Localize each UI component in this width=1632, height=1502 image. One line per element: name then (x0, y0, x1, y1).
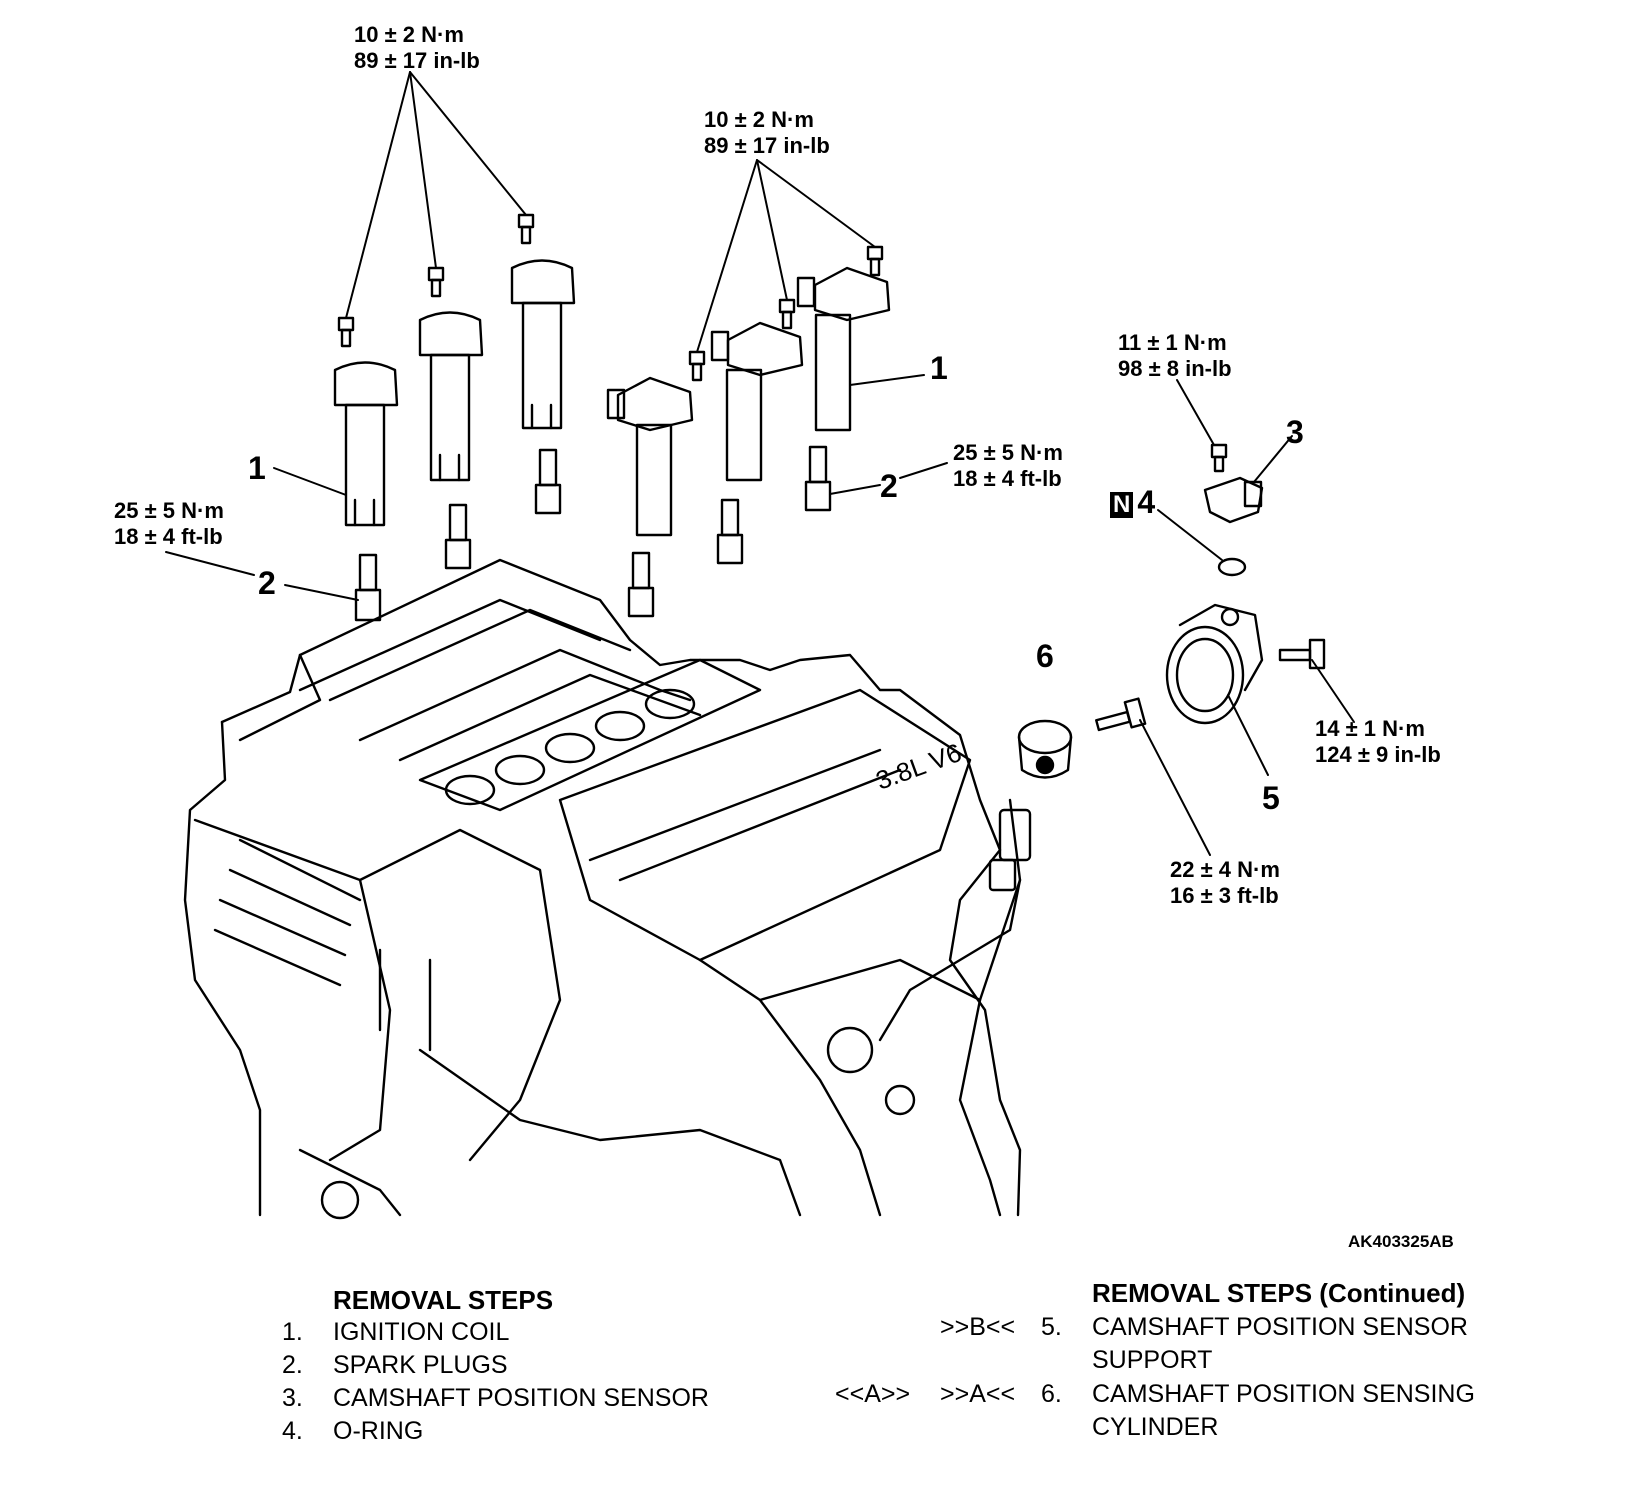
camshaft-position-sensor (1203, 443, 1264, 524)
spark-plug (354, 553, 382, 622)
bolt (517, 213, 535, 245)
callout-6: 6 (1036, 638, 1054, 674)
torque-support-bolt: 14 ± 1 N·m 124 ± 9 in-lb (1315, 716, 1441, 767)
spark-plug (627, 551, 655, 618)
ignition-coil (333, 361, 399, 527)
sensing-cylinder (1017, 697, 1147, 779)
callout-3: 3 (1286, 414, 1304, 450)
step-6-install-mark: <<A>> (835, 1380, 911, 1408)
callout-2-right: 2 (880, 468, 898, 504)
ignition-coils-left-bank (333, 259, 576, 527)
removal-steps-title: REMOVAL STEPS (333, 1285, 554, 1315)
svg-text:3.8L V6: 3.8L V6 (872, 737, 966, 796)
spark-plugs (354, 445, 832, 622)
callout-1-left: 1 (248, 450, 266, 486)
step-6-num: 6. (1041, 1380, 1062, 1408)
new-part-mark: N (1110, 491, 1134, 518)
torque-coil-bolts-left: 10 ± 2 N·m 89 ± 17 in-lb (354, 22, 480, 73)
removal-steps-continued-title: REMOVAL STEPS (Continued) (1092, 1278, 1466, 1308)
step-6-line1: CAMSHAFT POSITION SENSING (1092, 1380, 1475, 1408)
o-ring (1217, 557, 1247, 577)
spark-plug (444, 503, 472, 570)
engine-block: 3.8L V6 (183, 558, 1032, 1220)
step-6-mark: >>A<< (940, 1380, 1016, 1408)
ignition-coil (796, 266, 891, 432)
ignition-coil (606, 376, 694, 537)
sensor-support (1165, 603, 1326, 725)
ignition-coil (710, 321, 804, 482)
figure-id: AK403325AB (1348, 1232, 1454, 1251)
torque-coil-bolts-right: 10 ± 2 N·m 89 ± 17 in-lb (704, 107, 830, 158)
torque-cylinder-bolt: 22 ± 4 N·m 16 ± 3 ft-lb (1170, 857, 1280, 908)
spark-plug (534, 448, 562, 515)
callout-5: 5 (1262, 780, 1280, 816)
ignition-coil (418, 311, 484, 482)
ignition-coils-right-bank (606, 266, 891, 537)
bolt (427, 266, 445, 298)
torque-sensor-bolt: 11 ± 1 N·m 98 ± 8 in-lb (1118, 330, 1232, 381)
step-5-line1: CAMSHAFT POSITION SENSOR (1092, 1313, 1468, 1341)
step-5-num: 5. (1041, 1313, 1062, 1341)
bolt (778, 298, 796, 330)
leader-lines (165, 71, 1355, 856)
spark-plug (804, 445, 832, 512)
spark-plug (716, 498, 744, 565)
bolt (337, 316, 355, 348)
torque-spark-plug-left: 25 ± 5 N·m 18 ± 4 ft-lb (114, 498, 224, 549)
step-5-line2: SUPPORT (1092, 1346, 1213, 1374)
bolt (688, 350, 706, 382)
ignition-coil (510, 259, 576, 430)
step-5-mark: >>B<< (940, 1313, 1016, 1341)
bolt (866, 245, 884, 277)
torque-spark-plug-right: 25 ± 5 N·m 18 ± 4 ft-lb (953, 440, 1063, 491)
callout-2-left: 2 (258, 565, 276, 601)
step-6-line2: CYLINDER (1092, 1413, 1219, 1441)
callout-1-right: 1 (930, 350, 948, 386)
